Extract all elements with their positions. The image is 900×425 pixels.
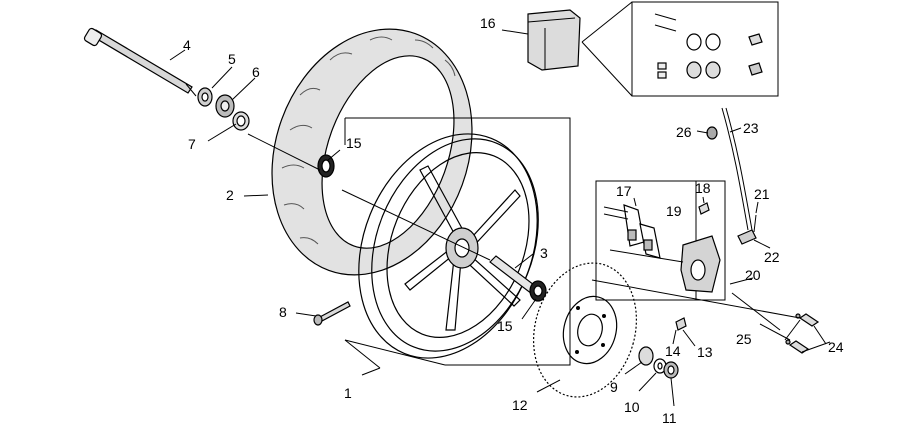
repair-kit-bag (527, 9, 581, 71)
callout-24: 24 (828, 339, 844, 355)
brake-caliper (680, 235, 721, 293)
tyre (271, 28, 473, 276)
callout-22: 22 (764, 249, 780, 265)
callout-26: 26 (676, 124, 692, 140)
callout-10: 10 (624, 399, 640, 415)
callout-14: 14 (665, 343, 681, 359)
repair-kit-box (581, 1, 779, 97)
brake-hose (721, 107, 753, 231)
callout-4: 4 (183, 37, 191, 53)
brake-pad-right (639, 223, 661, 259)
wheel-bearing-right (529, 280, 547, 302)
callout-3: 3 (540, 245, 548, 261)
callout-16: 16 (480, 15, 496, 31)
callout-23: 23 (743, 120, 759, 136)
spacer-bushing (197, 87, 213, 107)
oil-seal (232, 111, 250, 131)
callout-11: 11 (662, 410, 677, 425)
callout-25: 25 (736, 331, 752, 347)
hose-clamp (706, 126, 718, 140)
callout-21: 21 (754, 186, 770, 202)
callout-6: 6 (252, 64, 260, 80)
callout-19: 19 (666, 203, 682, 219)
callout-17: 17 (616, 183, 632, 199)
bleed-screw (698, 202, 710, 215)
disc-spacer (638, 346, 654, 366)
caliper-screws (785, 313, 820, 354)
callout-15-lower: 15 (497, 318, 513, 334)
pad-pins (603, 206, 629, 220)
callout-18: 18 (695, 180, 711, 196)
speedometer-drive (215, 94, 235, 118)
axle-nut (663, 361, 679, 379)
callout-1: 1 (344, 385, 352, 401)
rim-assembly-frame (344, 117, 571, 366)
callout-9: 9 (610, 379, 618, 395)
brake-pads-box (595, 180, 726, 301)
callout-20: 20 (745, 267, 761, 283)
valve-screw (313, 301, 351, 326)
hose-banjo-bolt (737, 214, 757, 245)
wheel-rim (358, 133, 539, 359)
callout-8: 8 (279, 304, 287, 320)
callout-5: 5 (228, 51, 236, 67)
callout-7: 7 (188, 136, 196, 152)
wheel-bearing-left (317, 154, 335, 178)
disc-screw (675, 317, 687, 331)
leader-lines (169, 29, 831, 407)
brake-disc (532, 262, 638, 398)
callout-2: 2 (226, 187, 234, 203)
washer (653, 358, 667, 374)
callout-15-upper: 15 (346, 135, 362, 151)
callout-13: 13 (697, 344, 713, 360)
wheel-axle (83, 27, 197, 97)
callout-12: 12 (512, 397, 528, 413)
